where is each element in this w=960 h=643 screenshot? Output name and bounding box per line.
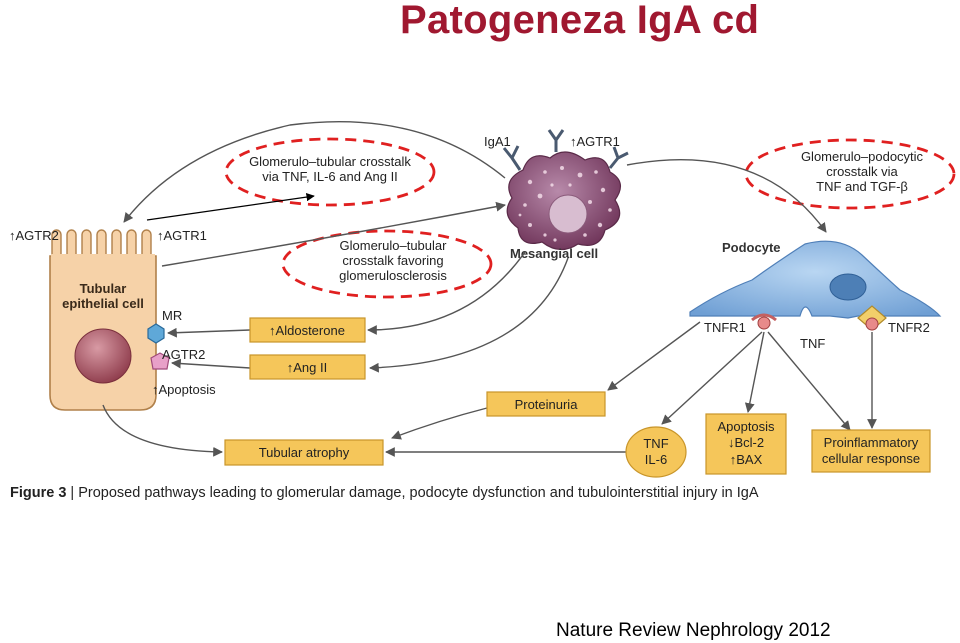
podocyte-nucleus <box>829 273 867 301</box>
proteinuria-box: Proteinuria <box>486 391 606 417</box>
figure-caption-label: Figure 3 <box>10 485 66 501</box>
crosstalk-gt2-line2: crosstalk favoring <box>342 253 443 268</box>
arrow-to-aldosterone <box>367 251 526 335</box>
il6-circle-label: IL-6 <box>645 452 667 467</box>
arrow-mesangial-to-podocyte <box>626 159 827 233</box>
bcl2-label: ↓Bcl-2 <box>728 435 764 450</box>
ang-ii-label: Ang II <box>293 360 327 375</box>
mr-label: MR <box>162 308 182 323</box>
podocyte-cell <box>689 240 942 331</box>
crosstalk-gp-line3: TNF and TGF-β <box>816 179 908 194</box>
crosstalk-gt2-line1: Glomerulo–tubular <box>340 238 448 253</box>
arrow-tubular-to-atrophy <box>102 404 223 457</box>
arrow-ang-ii-to-agtr2 <box>171 358 251 369</box>
agtr1-mesangial-label: ↑AGTR1 <box>570 134 620 149</box>
arrow-podocyte-to-proteinuria <box>607 321 701 391</box>
arrow-tnfr1-to-tnf <box>661 331 763 425</box>
iga1-receptor-icon <box>502 145 522 171</box>
tubular-receptor-labels: ↑AGTR2 ↑AGTR1 MR AGTR2 ↑Apoptosis <box>9 228 216 397</box>
mesangial-cell-label: Mesangial cell <box>510 246 598 261</box>
aldosterone-label: Aldosterone <box>276 323 345 338</box>
tnfr2-label: TNFR2 <box>888 320 930 335</box>
slide-title: Patogeneza IgA cd <box>400 0 760 42</box>
proinflammatory-label-2: cellular response <box>822 451 920 466</box>
aldosterone-box: ↑Aldosterone <box>249 317 366 343</box>
arrow-tnfr1-to-apoptosis <box>744 331 765 413</box>
tubular-cell-label-1: Tubular <box>80 281 127 296</box>
agtr1-receptor-icon-1 <box>547 129 565 152</box>
agtr2-receptor-icon <box>150 352 170 370</box>
podocyte-label: Podocyte <box>722 240 781 255</box>
mesangial-cell <box>502 129 629 251</box>
arrow-aldosterone-to-mr <box>167 327 251 338</box>
highlight-ellipse-3 <box>744 138 956 210</box>
highlight-ellipse-2 <box>281 229 493 299</box>
crosstalk-gp-line1: Glomerulo–podocytic <box>801 149 924 164</box>
agtr1-receptor-icon-2 <box>608 146 629 169</box>
svg-text:↑Ang II: ↑Ang II <box>287 360 327 375</box>
figure-caption-text: Proposed pathways leading to glomerular … <box>78 485 759 501</box>
tubular-atrophy-box: Tubular atrophy <box>224 439 384 466</box>
annotation-arrow <box>146 192 315 221</box>
apoptosis-tubular-label: ↑Apoptosis <box>152 382 216 397</box>
ang-ii-box: ↑Ang II <box>249 354 366 380</box>
arrow-tubular-to-mesangial <box>161 201 506 267</box>
mesangial-granules <box>518 166 612 242</box>
crosstalk-gt1-line1: Glomerulo–tubular crosstalk <box>249 154 411 169</box>
crosstalk-gt2-line3: glomerulosclerosis <box>339 268 447 283</box>
proteinuria-label: Proteinuria <box>515 397 579 412</box>
arrow-proteinuria-to-atrophy <box>391 407 488 440</box>
crosstalk-gt1-line2: via TNF, IL-6 and Ang II <box>262 169 398 184</box>
pathway-arrows <box>102 120 877 457</box>
agtr2-side-label: AGTR2 <box>162 347 205 362</box>
citation: Nature Review Nephrology 2012 <box>556 620 831 641</box>
crosstalk-gp-line2: crosstalk via <box>826 164 898 179</box>
tnf-il6-circle: TNF IL-6 <box>625 426 687 478</box>
figure-caption: Figure 3 | Proposed pathways leading to … <box>10 485 759 501</box>
iga1-label: IgA1 <box>484 134 511 149</box>
crosstalk-labels: Glomerulo–tubular crosstalk via TNF, IL-… <box>249 149 923 283</box>
tubular-cell-label-2: epithelial cell <box>62 296 144 311</box>
apoptosis-box-label: Apoptosis <box>717 419 775 434</box>
mesangial-nucleus <box>548 194 588 234</box>
agtr1-tubular-label: ↑AGTR1 <box>157 228 207 243</box>
tubular-atrophy-label: Tubular atrophy <box>259 445 350 460</box>
apoptosis-box: Apoptosis ↓Bcl-2 ↑BAX <box>705 413 787 475</box>
highlight-ellipses <box>224 137 956 299</box>
tubular-nucleus <box>74 328 132 384</box>
tnf-circle-label: TNF <box>643 436 668 451</box>
arrow-mesangial-to-tubular <box>123 120 506 223</box>
proinflammatory-label-1: Proinflammatory <box>824 435 919 450</box>
proinflammatory-box: Proinflammatory cellular response <box>811 429 931 473</box>
tnfr1-label: TNFR1 <box>704 320 746 335</box>
arrow-tnfr1-to-proinflammatory <box>767 331 851 431</box>
tubular-epithelial-cell: Tubular epithelial cell <box>49 229 170 411</box>
factor-boxes: ↑Aldosterone ↑Ang II Proteinuria Tubular… <box>224 317 931 478</box>
arrow-to-ang-ii <box>369 257 569 373</box>
mr-receptor-icon <box>147 323 165 344</box>
agtr2-top-label: ↑AGTR2 <box>9 228 59 243</box>
highlight-ellipse-1 <box>224 137 436 207</box>
tnf-label: TNF <box>800 336 825 351</box>
microvilli <box>51 229 152 261</box>
tnfr1-receptor-icon <box>751 313 777 322</box>
svg-text:↑Aldosterone: ↑Aldosterone <box>269 323 345 338</box>
bax-label: ↑BAX <box>730 452 763 467</box>
